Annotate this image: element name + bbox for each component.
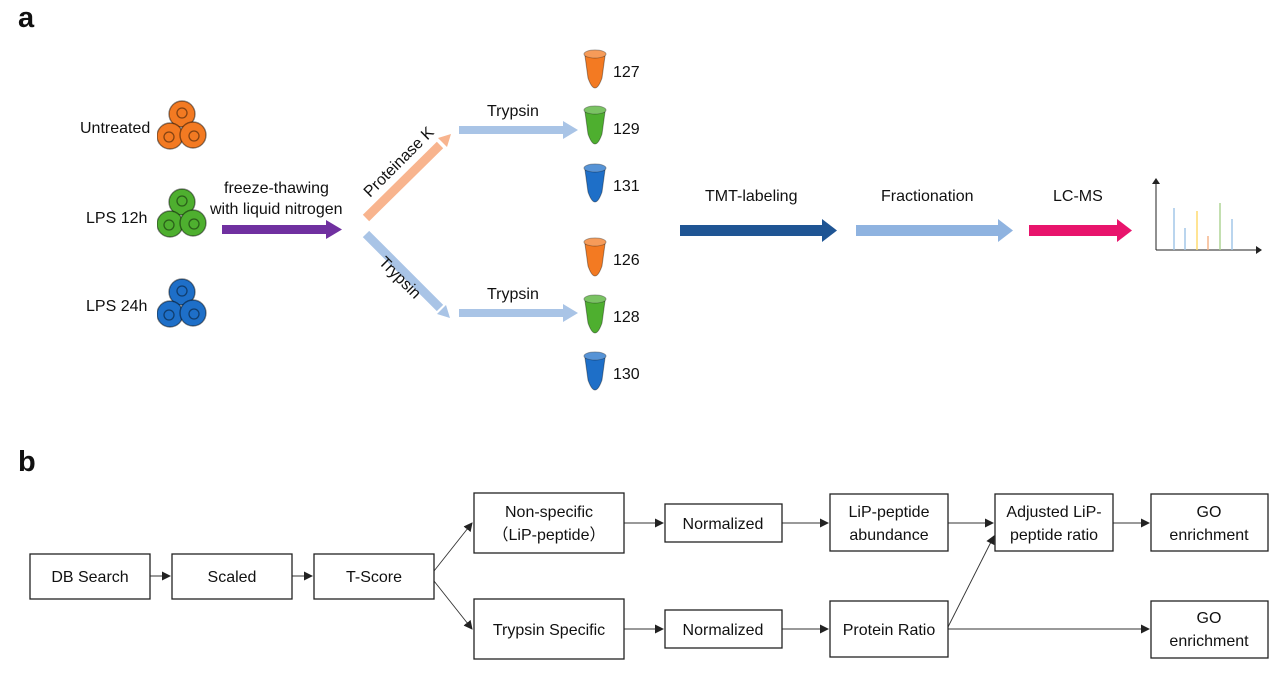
tmt-channel-label: 131: [613, 178, 640, 195]
connector-proteinratio-adjusted: [947, 535, 995, 628]
protein-ratio-label: Protein Ratio: [843, 622, 936, 639]
db-search-box: DB Search: [29, 553, 151, 600]
condition-lps12h-label: LPS 12h: [86, 210, 147, 227]
lip-abundance-label-line2: abundance: [849, 527, 928, 544]
trypsin-diagonal-arrow: [362, 230, 450, 318]
proteinase-k-arrow: [362, 134, 451, 222]
tmt-channel-label: 130: [613, 366, 640, 383]
sample-tube-icon: [583, 351, 607, 391]
trypsin-diagonal-label: Trypsin: [375, 254, 424, 303]
lysis-label-line2: with liquid nitrogen: [209, 201, 343, 218]
connector-tscore-nonspecific: [433, 522, 473, 572]
scaled-label: Scaled: [208, 569, 257, 586]
lc-ms-label: LC-MS: [1053, 188, 1103, 205]
condition-lps24h-label: LPS 24h: [86, 298, 147, 315]
normalized-bottom-label: Normalized: [683, 622, 764, 639]
adjusted-ratio-box: Adjusted LiP- peptide ratio: [994, 493, 1114, 552]
cell-cluster-icon: [157, 188, 207, 238]
normalized-top-box: Normalized: [664, 503, 783, 543]
go-enrichment-bottom-box: GO enrichment: [1150, 600, 1269, 659]
cell-cluster-icon: [157, 278, 207, 328]
protein-ratio-box: Protein Ratio: [829, 600, 949, 658]
sample-tube-icon: [583, 105, 607, 145]
digest-lower-arrow: [459, 304, 578, 322]
digest-upper-arrow: [459, 121, 578, 139]
adjusted-ratio-label-line2: peptide ratio: [1010, 527, 1098, 544]
cell-cluster-icon: [157, 100, 207, 150]
tmt-labeling-arrow: [680, 219, 837, 242]
panel-b-label: b: [18, 446, 36, 478]
adjusted-ratio-label-line1: Adjusted LiP-: [1006, 504, 1101, 521]
connector-tscore-trypsin: [433, 580, 473, 630]
db-search-label: DB Search: [51, 569, 128, 586]
spectrum-icon: [1152, 178, 1262, 254]
purple-arrow: [222, 220, 342, 239]
go-top-label-line2: enrichment: [1169, 527, 1249, 544]
tmt-channel-label: 128: [613, 309, 640, 326]
sample-tube-icon: [583, 294, 607, 334]
lip-abundance-label-line1: LiP-peptide: [849, 504, 930, 521]
fractionation-arrow: [856, 219, 1013, 242]
non-specific-label-line2: （LiP-peptide）: [493, 526, 606, 544]
go-top-label-line1: GO: [1197, 504, 1222, 521]
t-score-label: T-Score: [346, 569, 402, 586]
digest-upper-label: Trypsin: [487, 103, 539, 120]
normalized-bottom-box: Normalized: [664, 609, 783, 649]
trypsin-specific-label: Trypsin Specific: [493, 622, 605, 639]
go-bottom-label-line2: enrichment: [1169, 633, 1249, 650]
tmt-labeling-label: TMT-labeling: [705, 188, 797, 205]
sample-tube-icon: [583, 163, 607, 203]
tmt-channel-label: 126: [613, 252, 640, 269]
t-score-box: T-Score: [313, 553, 435, 600]
fractionation-label: Fractionation: [881, 188, 974, 205]
sample-tube-icon: [583, 237, 607, 277]
go-enrichment-top-box: GO enrichment: [1150, 493, 1269, 552]
lc-ms-arrow: [1029, 219, 1132, 242]
non-specific-label-line1: Non-specific: [505, 504, 593, 521]
trypsin-specific-box: Trypsin Specific: [473, 598, 625, 660]
panel-a-label: a: [18, 2, 35, 34]
sample-tube-icon: [583, 49, 607, 89]
non-specific-box: Non-specific （LiP-peptide）: [473, 492, 625, 554]
condition-untreated-label: Untreated: [80, 120, 150, 137]
lysis-label-line1: freeze-thawing: [224, 180, 329, 197]
scaled-box: Scaled: [171, 553, 293, 600]
tmt-channel-label: 127: [613, 64, 640, 81]
go-bottom-label-line1: GO: [1197, 610, 1222, 627]
normalized-top-label: Normalized: [683, 516, 764, 533]
lip-abundance-box: LiP-peptide abundance: [829, 493, 949, 552]
tmt-channel-label: 129: [613, 121, 640, 138]
digest-lower-label: Trypsin: [487, 286, 539, 303]
